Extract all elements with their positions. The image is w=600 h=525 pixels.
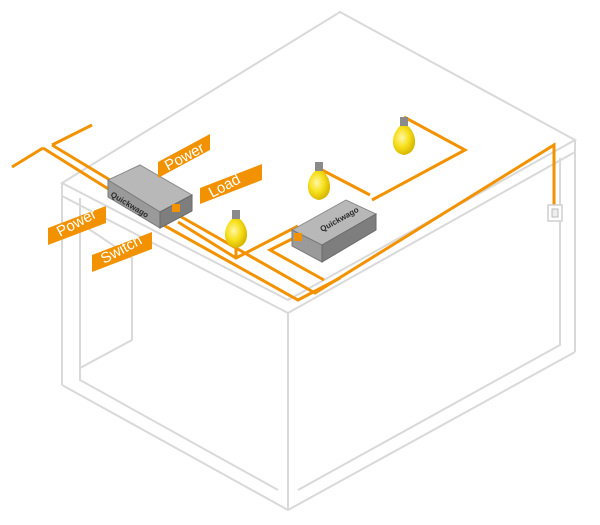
floor-edge <box>61 351 576 512</box>
svg-text:Power: Power <box>54 206 100 241</box>
svg-text:Switch: Switch <box>98 232 145 268</box>
wire-power-top-b <box>51 143 111 182</box>
lightbulb-icon <box>224 210 248 248</box>
label-power-left: Power <box>48 206 106 245</box>
wire-bulb-mid <box>321 168 371 197</box>
wire-power-in-b <box>42 146 111 192</box>
doorway <box>79 222 133 369</box>
wire-left-loop <box>266 234 325 282</box>
lightbulb-icon <box>307 162 331 200</box>
wire-power-top <box>51 123 93 147</box>
lightbulb-icon <box>392 117 416 155</box>
light-switch-icon <box>547 204 563 222</box>
wire-connector-icon: Quickwago <box>106 164 194 229</box>
inner-wall-left <box>79 198 279 491</box>
wire-bulb-right <box>371 115 469 202</box>
room-walls <box>59 10 578 512</box>
wire-power-in-a <box>11 146 44 169</box>
